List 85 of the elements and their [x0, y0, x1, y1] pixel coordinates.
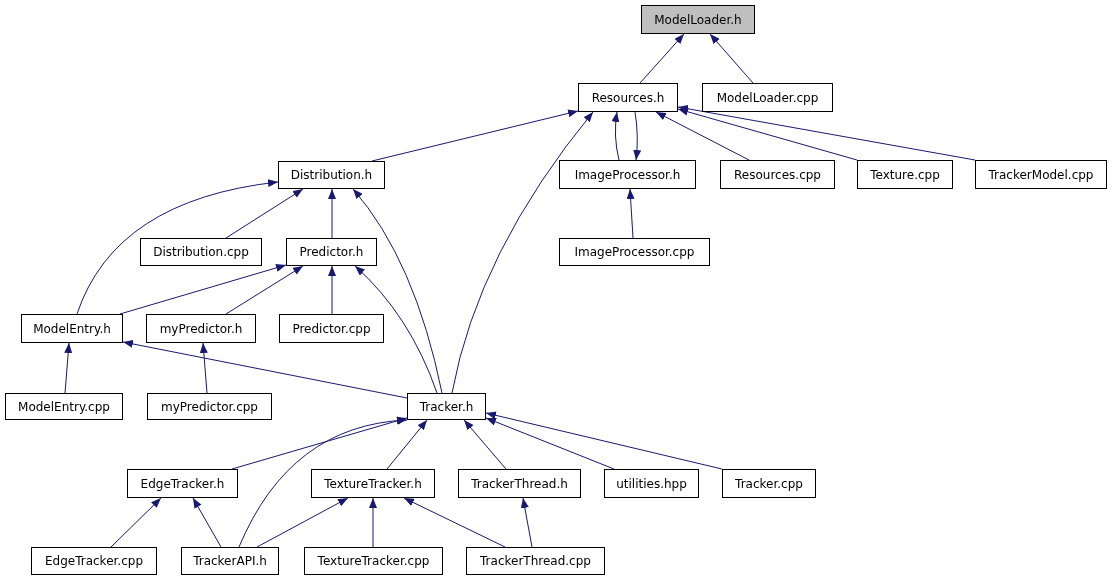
file-box — [466, 547, 605, 575]
arrow — [231, 416, 408, 470]
file-name: myPredictor.cpp — [161, 399, 258, 414]
arrow — [119, 264, 287, 315]
arrow — [328, 188, 336, 239]
file-name: Texture.cpp — [870, 167, 940, 182]
arrow — [485, 411, 723, 470]
file-name: ModelEntry.cpp — [18, 399, 110, 414]
file-box — [407, 393, 486, 420]
file-name: myPredictor.h — [159, 321, 243, 336]
file-name: Predictor.h — [299, 245, 364, 259]
file-box — [722, 469, 816, 498]
file-name: Tracker.h — [419, 399, 474, 414]
file-box — [311, 469, 435, 498]
file-name: ModelLoader.cpp — [716, 90, 819, 105]
arrow — [199, 342, 208, 394]
arrow — [64, 342, 73, 394]
file-box — [857, 160, 953, 189]
file-name: ModelEntry.h — [33, 321, 111, 336]
file-name: TrackerThread.h — [471, 476, 568, 491]
file-name: ModelLoader.h — [654, 12, 742, 27]
file-name: Resources.h — [591, 90, 665, 105]
arrow — [110, 497, 162, 548]
file-box — [702, 83, 833, 112]
arrow — [256, 497, 349, 548]
file-name: Distribution.cpp — [153, 245, 249, 259]
file-box — [279, 314, 384, 343]
arrow — [709, 33, 754, 84]
arrow — [639, 33, 685, 84]
arrow — [192, 497, 222, 548]
file-box — [147, 393, 272, 420]
file-box — [304, 547, 443, 575]
file-box — [578, 83, 678, 112]
arrow — [352, 188, 443, 394]
file-name: EdgeTracker.h — [140, 476, 225, 491]
arrow — [369, 497, 377, 548]
arrow — [328, 265, 336, 315]
arrow — [677, 107, 858, 161]
arrow — [122, 340, 408, 399]
file-name: TrackerAPI.h — [193, 554, 267, 568]
file-box — [127, 469, 238, 498]
arrow — [485, 417, 615, 470]
file-box — [140, 238, 262, 266]
file-name: Tracker.cpp — [735, 476, 803, 491]
file-box — [21, 314, 123, 343]
arrow — [520, 497, 533, 548]
highlighted-file-box — [641, 5, 755, 34]
file-box — [31, 547, 157, 575]
file-box — [278, 161, 385, 189]
file-name: Resources.cpp — [734, 167, 821, 182]
arrow — [451, 111, 594, 394]
file-box — [604, 469, 699, 498]
file-box — [720, 160, 835, 189]
arrow — [403, 497, 506, 548]
file-box — [5, 393, 123, 420]
arrow — [626, 188, 635, 239]
file-name: Distribution.h — [290, 168, 373, 182]
arrow — [463, 419, 507, 470]
arrow — [354, 265, 438, 394]
file-box — [975, 160, 1107, 189]
arrow — [655, 111, 750, 161]
file-name: EdgeTracker.cpp — [44, 554, 143, 568]
arrow — [76, 179, 279, 315]
file-box — [458, 469, 581, 498]
file-box — [181, 547, 279, 575]
arrow — [225, 265, 304, 315]
arrow — [633, 111, 642, 161]
file-name: TrackerThread.cpp — [480, 554, 591, 568]
file-box — [559, 160, 696, 189]
file-name: ImageProcessor.h — [574, 167, 681, 182]
file-name: TextureTracker.h — [324, 476, 422, 491]
arrow — [371, 109, 579, 162]
file-name: TextureTracker.cpp — [317, 554, 430, 568]
arrow — [611, 111, 620, 161]
arrow — [677, 104, 976, 161]
arrow — [386, 419, 428, 470]
file-box — [559, 238, 710, 266]
file-box — [286, 238, 377, 266]
file-name: TrackerModel.cpp — [988, 167, 1094, 182]
file-box — [146, 314, 256, 343]
arrow — [238, 416, 408, 548]
arrow — [225, 188, 304, 239]
file-name: utilities.hpp — [616, 476, 687, 491]
file-name: Predictor.cpp — [292, 321, 371, 336]
file-name: ImageProcessor.cpp — [574, 245, 695, 259]
